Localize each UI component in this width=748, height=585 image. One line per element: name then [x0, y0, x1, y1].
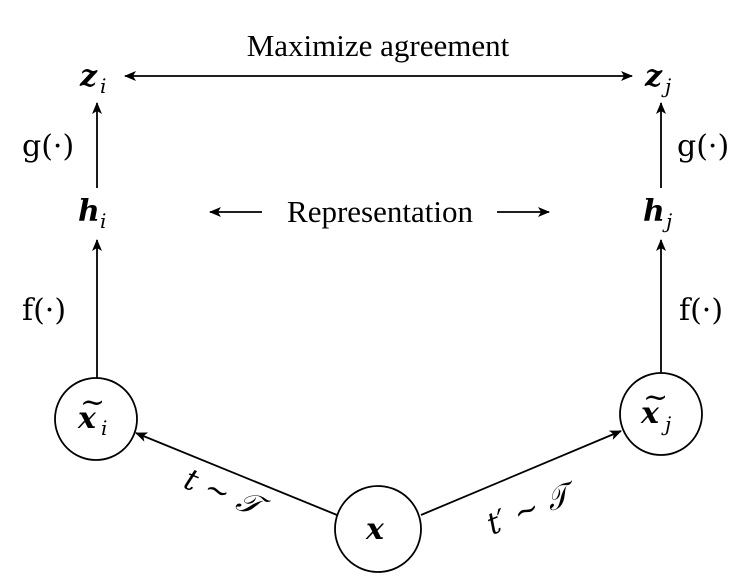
transform-left-arrow [135, 432, 338, 516]
node-z-i: z i [79, 59, 106, 98]
svg-text:z: z [644, 59, 663, 94]
node-h-j: h j [643, 194, 672, 233]
maximize-agreement-label: Maximize agreement [247, 28, 510, 63]
svg-text:x: x [365, 512, 385, 547]
svg-text:i: i [100, 209, 106, 233]
svg-text:j: j [661, 412, 671, 436]
f-left-label: f(·) [22, 293, 66, 328]
svg-text:h: h [643, 194, 665, 229]
svg-text:j: j [661, 74, 671, 98]
f-right-label: f(·) [679, 293, 723, 328]
node-x: x [365, 512, 385, 547]
g-right-label: g(·) [677, 129, 729, 164]
transform-right-arrow [420, 430, 622, 516]
transform-left-label: t ∼ 𝒯 [179, 462, 274, 528]
transform-right-label: t′ ∼ 𝒯 [482, 474, 583, 542]
g-left-label: g(·) [22, 129, 74, 164]
svg-text:z: z [79, 59, 98, 94]
node-x-tilde-j-circle [619, 372, 703, 456]
svg-text:x: x [640, 396, 660, 431]
svg-text:j: j [662, 209, 672, 233]
svg-text:i: i [101, 416, 107, 440]
node-x-circle [334, 485, 422, 573]
node-x-tilde-j: x ~ j [640, 380, 671, 436]
svg-text:h: h [78, 194, 100, 229]
svg-text:~: ~ [80, 385, 105, 420]
node-h-i: h i [78, 194, 106, 233]
svg-text:i: i [100, 74, 106, 98]
svg-text:~: ~ [643, 380, 668, 415]
svg-text:x: x [77, 401, 97, 436]
node-z-j: z j [644, 59, 671, 98]
node-x-tilde-i-circle [54, 377, 138, 461]
representation-label: Representation [287, 194, 473, 229]
node-x-tilde-i: x ~ i [77, 385, 107, 440]
